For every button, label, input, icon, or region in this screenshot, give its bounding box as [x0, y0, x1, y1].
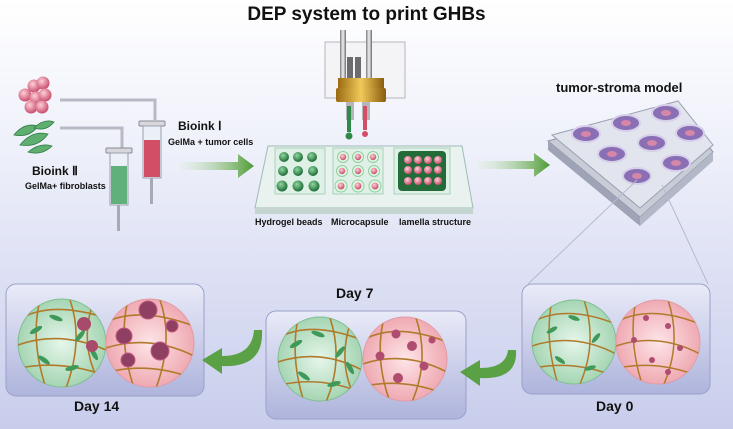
figure-title: DEP system to print GHBs	[247, 4, 486, 25]
tumor-cells-icon	[18, 76, 52, 114]
day0-tumor-disc	[615, 299, 701, 385]
syringe-bioink-2	[105, 147, 133, 231]
bioink-2-desc: GelMa+ fibroblasts	[25, 181, 106, 191]
feed-lines	[60, 98, 157, 148]
model-label: tumor-stroma model	[556, 80, 683, 95]
zoom-lines	[527, 179, 709, 285]
lamella-structure	[398, 151, 446, 191]
day0-stroma-disc	[531, 299, 617, 385]
print-head	[324, 30, 406, 140]
structure-label-microcapsule: Microcapsule	[331, 217, 389, 227]
arrow-to-plate-icon	[180, 154, 254, 178]
bioink-2-title: Bioink Ⅱ	[32, 164, 78, 178]
day7-stroma-disc	[277, 316, 363, 402]
day7-label: Day 7	[336, 285, 374, 301]
bioink-1-title: Bioink Ⅰ	[178, 119, 222, 133]
arrow-day7-to-day14-icon	[202, 330, 263, 374]
arrow-day0-to-day7-icon	[460, 350, 517, 386]
arrow-to-model-icon	[478, 153, 550, 177]
day14-label: Day 14	[74, 398, 120, 414]
well-plate	[546, 100, 714, 226]
day14-tumor-disc	[105, 298, 195, 388]
syringe-bioink-1	[138, 120, 166, 204]
day0-label: Day 0	[596, 398, 634, 414]
hydrogel-beads	[276, 152, 320, 192]
day14-stroma-disc	[17, 298, 107, 388]
microcapsules	[334, 151, 382, 193]
structure-label-lamella: lamella structure	[399, 217, 472, 227]
fibroblasts-icon	[13, 120, 55, 154]
day7-tumor-disc	[362, 316, 448, 402]
bioink-1-desc: GelMa + tumor cells	[168, 137, 254, 147]
structure-label-beads: Hydrogel beads	[255, 217, 323, 227]
